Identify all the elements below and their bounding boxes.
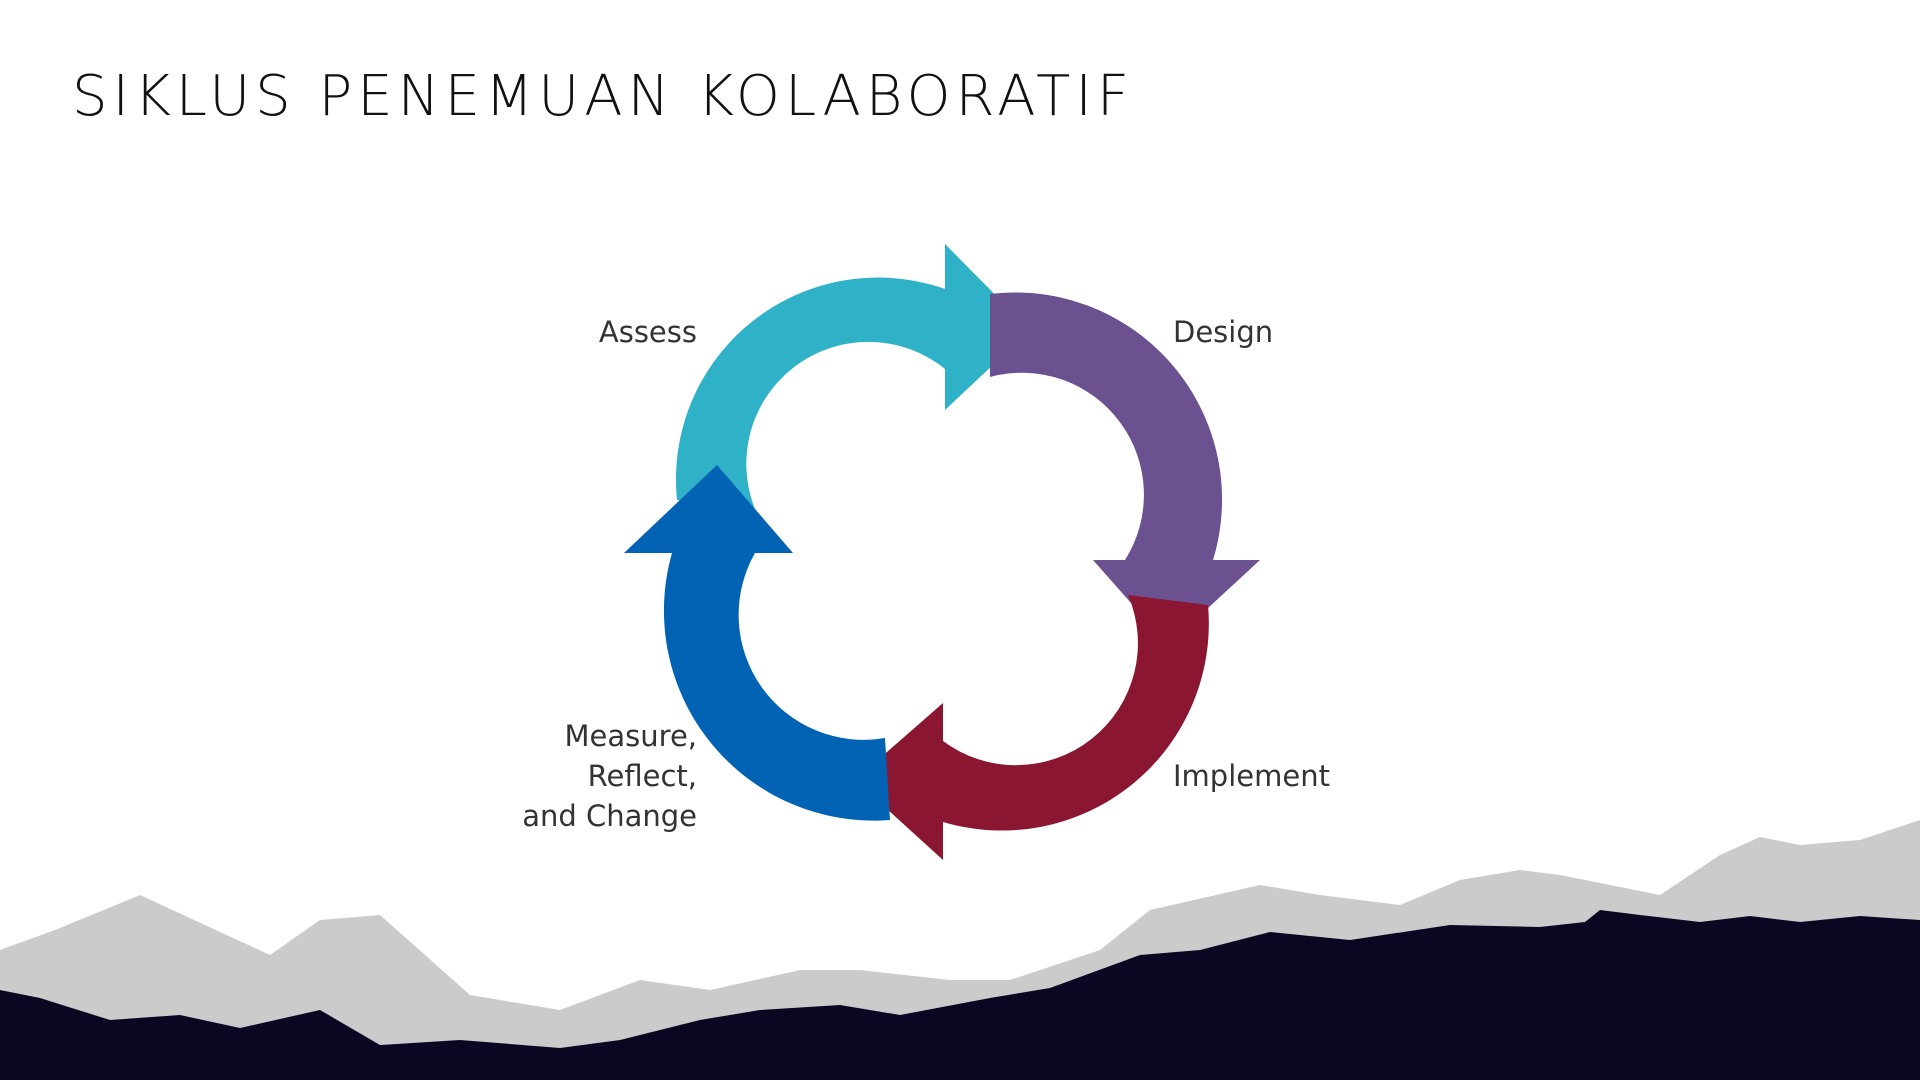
implement-arrow [855,595,1209,860]
stage-label-design: Design [1173,315,1273,349]
mountain-silhouette [0,820,1920,1080]
cycle-diagram: Assess Design Implement Measure, Reflect… [522,244,1330,860]
stage-label-measure-line-1: Measure, [565,719,697,753]
stage-label-measure-line-2: Reflect, [588,759,697,793]
assess-arrow [675,244,1030,516]
stage-label-measure-line-3: and Change [522,799,697,833]
stage-label-assess: Assess [599,315,697,349]
mountain-dark-range [0,910,1920,1080]
measure-arrow [624,465,890,821]
stage-label-implement: Implement [1173,759,1330,793]
design-arrow [990,292,1260,645]
slide-title: SIKLUS PENEMUAN KOLABORATIF [72,64,1135,129]
